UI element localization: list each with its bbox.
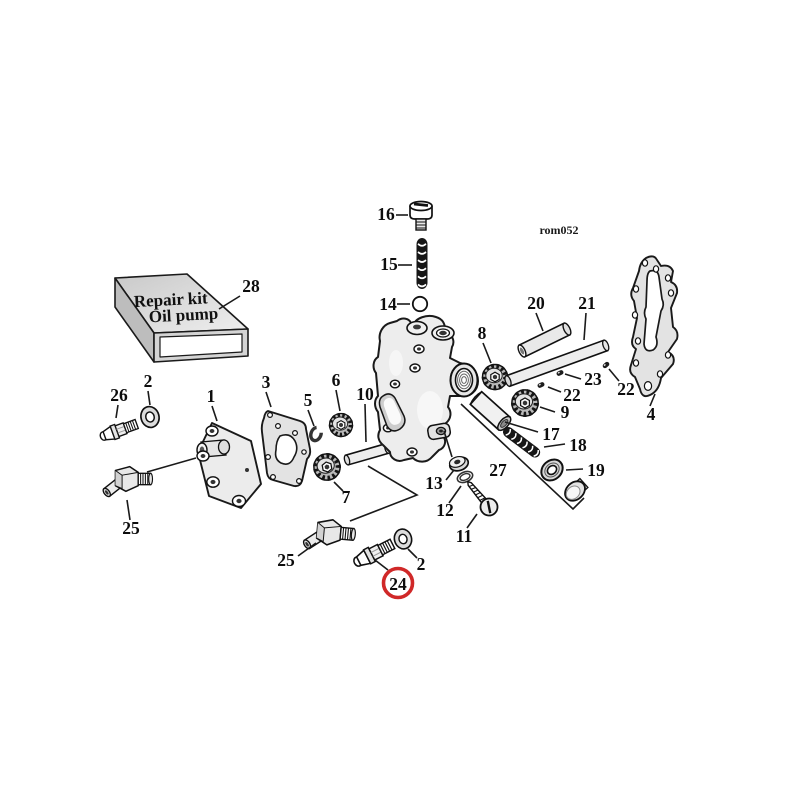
callout-25-lower: 25 [277,550,295,570]
callout-6: 6 [332,370,341,390]
kit-box-text-line2: Oil pump [148,304,218,327]
part-15-check-valve-spring [415,237,429,290]
part-9-gear [512,390,538,416]
part-4-gasket [629,255,679,398]
callout-3: 3 [262,372,271,392]
callout-8: 8 [478,323,487,343]
part-14-check-ball [411,295,429,313]
callout-10: 10 [356,384,374,404]
callout-21: 21 [578,293,596,313]
callout-22-right: 22 [617,379,635,399]
callout-23: 23 [584,369,602,389]
callout-12: 12 [436,500,454,520]
assembly-pointer-line [349,465,419,522]
callout-19: 19 [587,460,605,480]
watermark-code: rom052 [539,223,578,237]
callout-24-highlighted: 24 [381,566,415,600]
pump-body [372,315,479,463]
callout-16: 16 [377,204,395,224]
part-5-retaining-ring [309,425,323,443]
callout-20: 20 [527,293,545,313]
leader-lines [115,214,656,571]
callout-2-upper: 2 [144,371,153,391]
part-11-screw [466,480,499,517]
callout-11: 11 [456,526,473,546]
callout-5: 5 [304,390,313,410]
part-6-gear [330,414,353,437]
callout-14: 14 [379,294,397,314]
callout-28: 28 [242,276,260,296]
part-1-cover-plate [196,422,262,509]
callout-9: 9 [561,402,570,422]
callout-2-lower: 2 [417,554,426,574]
callout-15: 15 [380,254,398,274]
part-20-pin [517,322,572,358]
callout-1: 1 [207,386,216,406]
callout-labels: 16 15 14 28 26 2 1 3 5 6 10 8 20 21 23 2… [110,204,655,574]
part-19-seal-washer [540,458,564,482]
callout-4: 4 [647,404,656,424]
part-3-gasket [260,410,312,488]
part-8-gear [483,365,508,390]
callout-18: 18 [569,435,587,455]
part-28-repair-kit-box: Repair kit Oil pump [114,273,249,363]
plug-cap [564,477,589,502]
kit-box-text-line1: Repair kit [133,288,208,311]
part-21-shaft [504,339,610,388]
callout-26: 26 [110,385,128,405]
part-16-check-valve-screw [409,200,433,231]
callout-17: 17 [542,424,560,444]
callout-25-upper: 25 [122,518,140,538]
part-17-bushing [469,390,512,432]
group-27-bracket-line [460,403,585,511]
callout-22-left: 22 [563,385,581,405]
callout-24: 24 [389,574,407,594]
part-13-nut [448,455,470,472]
callout-13: 13 [425,473,443,493]
callout-27: 27 [489,460,507,480]
highlight-circle [381,566,415,600]
callout-7: 7 [342,487,351,507]
